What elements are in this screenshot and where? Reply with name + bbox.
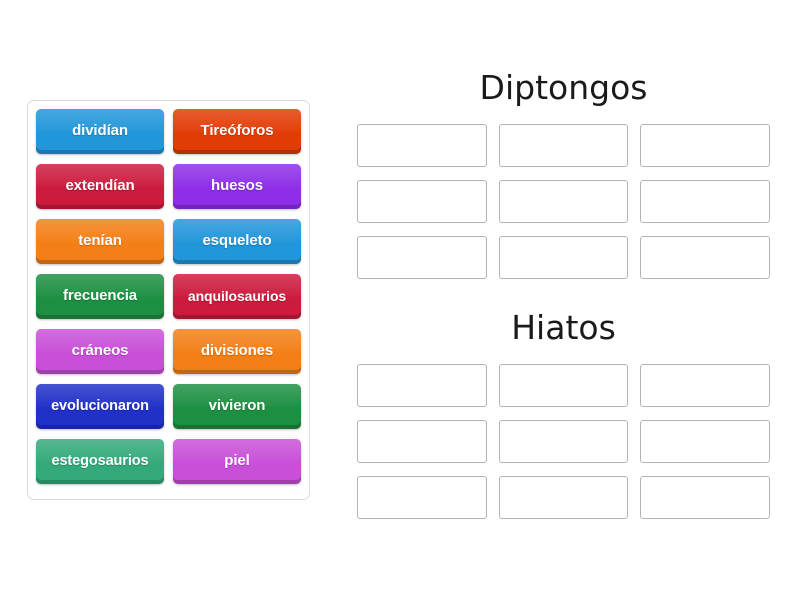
word-tile-label: tenían — [78, 232, 122, 250]
dropzone-slot[interactable] — [357, 124, 487, 168]
word-tile[interactable]: extendían — [36, 164, 164, 209]
word-tile-label: Tireóforos — [200, 122, 274, 140]
dropzone-slot[interactable] — [357, 420, 487, 464]
category-diptongos: Diptongos — [357, 68, 770, 280]
dropzone-slot[interactable] — [640, 236, 770, 280]
dropzone-slot[interactable] — [357, 364, 487, 408]
word-tile[interactable]: tenían — [36, 219, 164, 264]
word-tile-label: esqueleto — [202, 232, 272, 250]
word-tile-label: huesos — [211, 177, 263, 195]
word-tile[interactable]: dividían — [36, 109, 164, 154]
word-tile[interactable]: piel — [173, 439, 301, 484]
word-tile[interactable]: estegosaurios — [36, 439, 164, 484]
word-tile-label: piel — [224, 452, 250, 470]
dropzone-slot[interactable] — [498, 124, 629, 168]
word-tile-bank[interactable]: dividían Tireóforos extendían huesos tenían e… — [27, 100, 310, 500]
word-tile-label: divisiones — [200, 342, 274, 360]
word-tile-label: cráneos — [71, 342, 129, 360]
dropzone-slot[interactable] — [640, 124, 770, 168]
word-tile-label: estegosaurios — [51, 452, 149, 469]
word-tile-label: dividían — [72, 122, 128, 140]
dropzone-slot[interactable] — [640, 420, 770, 464]
word-tile[interactable]: huesos — [173, 164, 301, 209]
dropzone-grid-diptongos — [357, 124, 770, 280]
dropzone-grid-hiatos — [357, 364, 770, 520]
dropzone-slot[interactable] — [640, 476, 770, 520]
word-tile-grid: dividían Tireóforos extendían huesos tenían e… — [36, 109, 301, 484]
word-tile-label: anquilosaurios — [187, 287, 287, 304]
word-tile[interactable]: frecuencia — [36, 274, 164, 319]
dropzone-slot[interactable] — [498, 476, 629, 520]
word-tile-label: evolucionaron — [51, 397, 149, 414]
dropzone-slot[interactable] — [498, 236, 629, 280]
dropzone-slot[interactable] — [357, 476, 487, 520]
dropzone-slot[interactable] — [357, 236, 487, 280]
word-tile[interactable]: divisiones — [173, 329, 301, 374]
word-tile-label: vivieron — [208, 397, 266, 415]
dropzone-slot[interactable] — [498, 180, 629, 224]
dropzone-slot[interactable] — [640, 180, 770, 224]
category-title-hiatos: Hiatos — [511, 308, 616, 347]
dropzone-slot[interactable] — [498, 364, 629, 408]
dropzone-slot[interactable] — [357, 180, 487, 224]
category-title-diptongos: Diptongos — [479, 68, 648, 107]
word-tile-label: frecuencia — [62, 287, 138, 305]
word-tile[interactable]: evolucionaron — [36, 384, 164, 429]
word-tile-label: extendían — [65, 177, 135, 195]
dropzone-slot[interactable] — [640, 364, 770, 408]
word-tile[interactable]: anquilosaurios — [173, 274, 301, 319]
word-tile[interactable]: Tireóforos — [173, 109, 301, 154]
word-tile[interactable]: esqueleto — [173, 219, 301, 264]
category-hiatos: Hiatos — [357, 308, 770, 520]
word-tile[interactable]: vivieron — [173, 384, 301, 429]
dropzone-slot[interactable] — [498, 420, 629, 464]
word-tile[interactable]: cráneos — [36, 329, 164, 374]
